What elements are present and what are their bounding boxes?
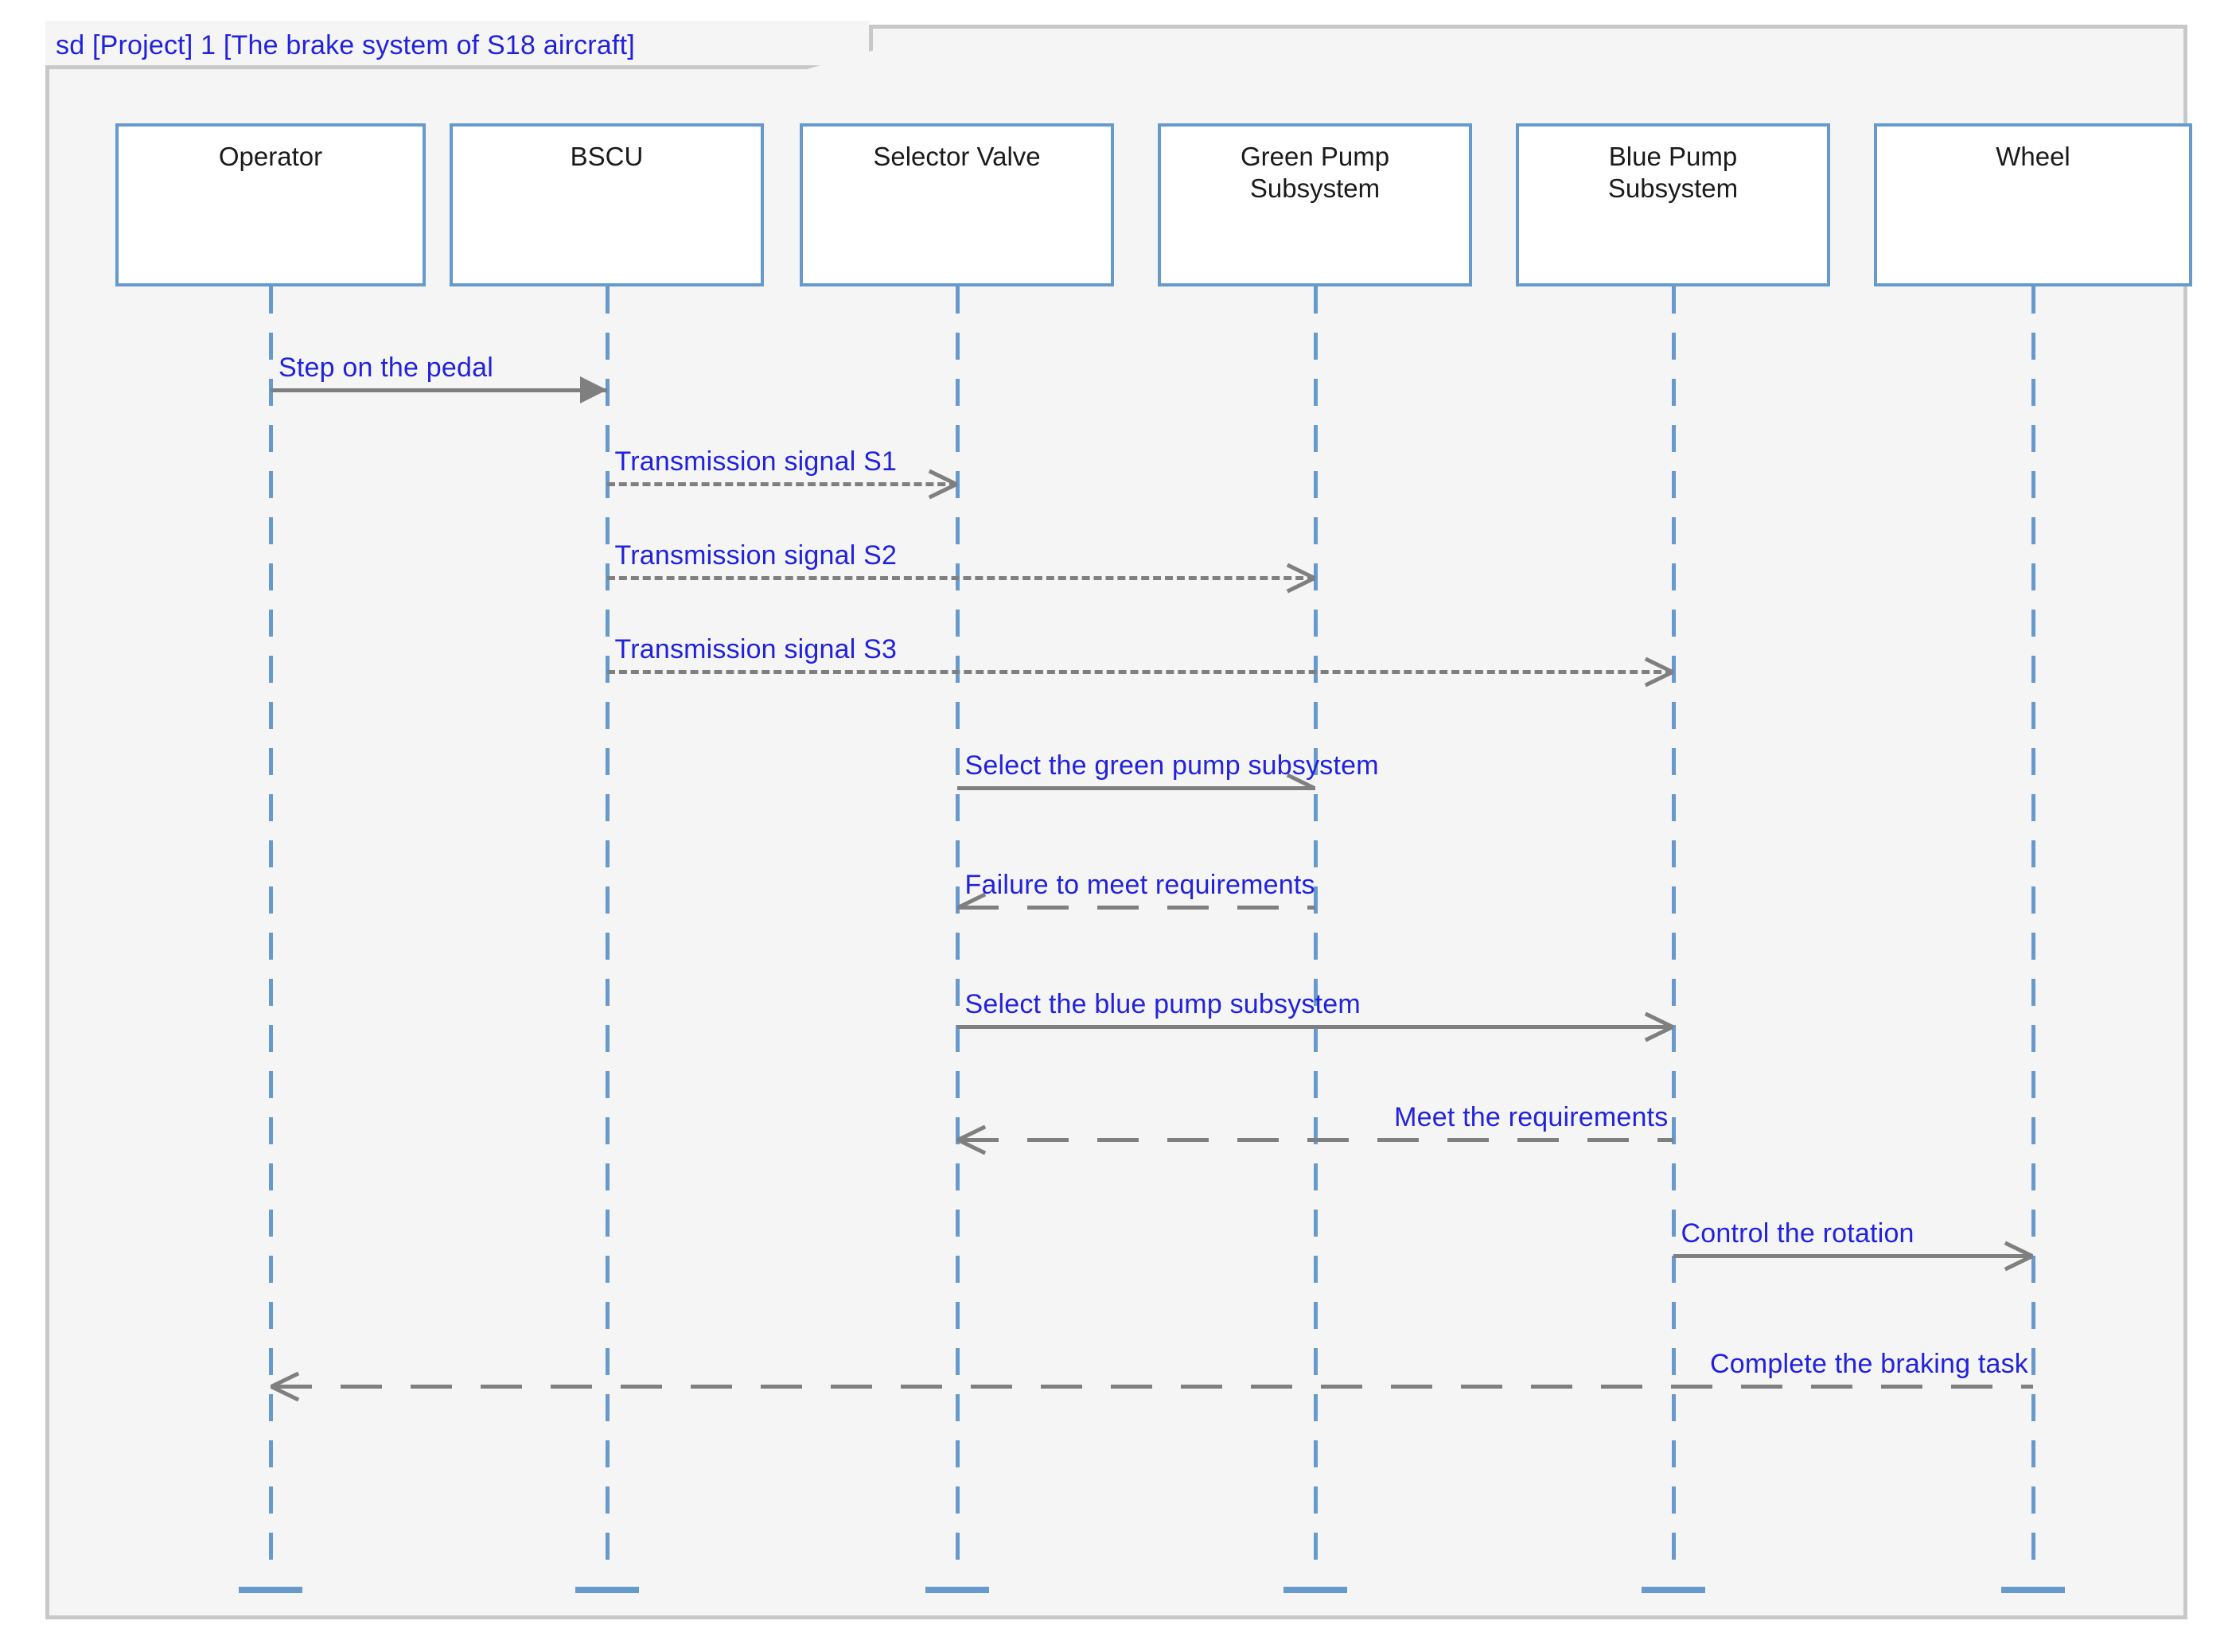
message-line-m3 [606,576,1315,580]
lifeline-stop-bscu [575,1587,639,1593]
message-label-m5: Select the green pump subsystem [964,750,1379,781]
lifeline-header-operator[interactable]: Operator [115,123,426,286]
lifeline-header-bluepump[interactable]: Blue Pump Subsystem [1516,123,1830,286]
message-label-m7: Select the blue pump subsystem [964,989,1361,1019]
message-label-m1: Step on the pedal [278,353,493,383]
frame-tab-fill [45,21,869,62]
frame-label: sd [Project] 1 [The brake system of S18 … [56,30,635,60]
lifeline-stem-greenpump [1313,286,1318,1572]
lifeline-name-selector: Selector Valve [873,142,1041,171]
lifeline-stem-selector [955,286,960,1572]
lifeline-stop-wheel [2001,1587,2065,1593]
lifeline-header-greenpump[interactable]: Green Pump Subsystem [1158,123,1472,286]
lifeline-header-selector[interactable]: Selector Valve [800,123,1114,286]
lifeline-stem-bluepump [1671,286,1676,1572]
interaction-frame [45,25,2187,1619]
lifeline-header-bscu[interactable]: BSCU [450,123,764,286]
lifeline-name-bluepump: Blue Pump Subsystem [1607,142,1739,204]
message-line-m4 [606,670,1673,674]
message-line-m9 [1673,1254,2033,1258]
message-label-m8: Meet the requirements [1394,1102,1669,1132]
message-line-m5 [956,786,1315,790]
lifeline-name-bscu: BSCU [570,142,644,171]
lifeline-stem-wheel [2031,286,2035,1572]
lifeline-stop-bluepump [1641,1587,1705,1593]
lifeline-name-wheel: Wheel [1996,142,2070,171]
message-line-m6 [956,906,1315,910]
message-line-m2 [606,482,957,486]
message-line-m8 [956,1138,1673,1142]
message-line-m10 [271,1385,2033,1389]
lifeline-stop-selector [925,1587,989,1593]
lifeline-stem-bscu [605,286,610,1572]
lifeline-stem-operator [269,286,273,1572]
message-label-m6: Failure to meet requirements [964,870,1315,900]
lifeline-stop-greenpump [1283,1587,1347,1593]
message-label-m10: Complete the braking task [1710,1349,2028,1379]
message-label-m2: Transmission signal S1 [614,446,898,477]
message-label-m4: Transmission signal S3 [614,634,898,664]
message-label-m3: Transmission signal S2 [614,540,898,571]
message-line-m7 [956,1025,1673,1029]
message-label-m9: Control the rotation [1681,1218,1914,1249]
lifeline-name-operator: Operator [218,142,323,171]
lifeline-header-wheel[interactable]: Wheel [1874,123,2192,286]
message-line-m1 [271,388,607,392]
lifeline-name-greenpump: Green Pump Subsystem [1240,142,1390,204]
lifeline-stop-operator [239,1587,302,1593]
arrowhead-m1 [579,376,607,403]
